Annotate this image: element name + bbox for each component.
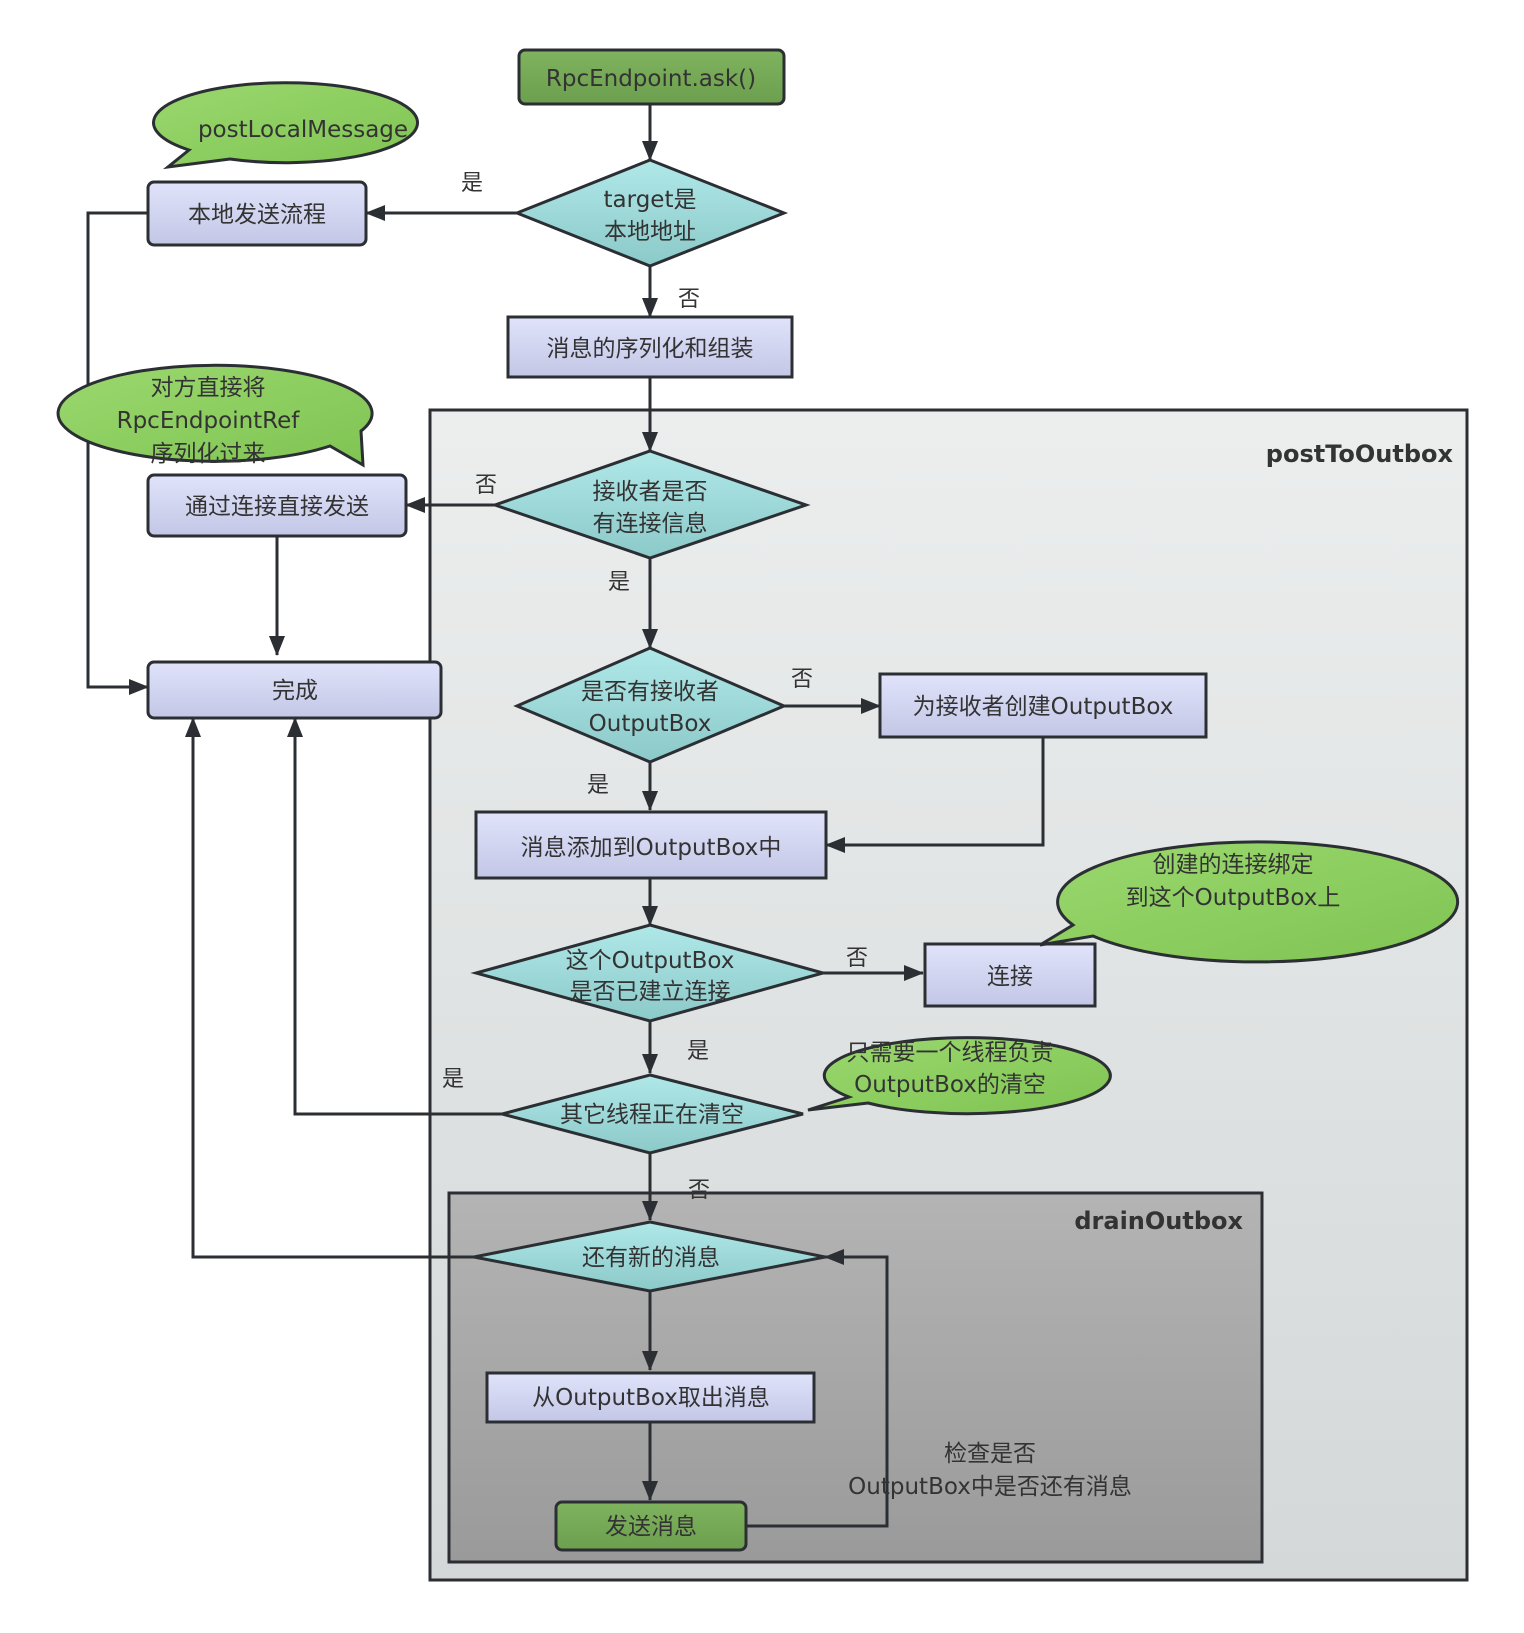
node-other-draining-decision[interactable]: 其它线程正在清空 xyxy=(496,1073,804,1155)
decision-diamond[interactable] xyxy=(512,158,789,268)
process-box[interactable] xyxy=(146,180,368,247)
decision-label-line2: OutputBox xyxy=(589,711,712,737)
start-label: RpcEndpoint.ask() xyxy=(546,66,756,92)
callout-one-thread: 只需要一个线程负责 OutputBox的清空 xyxy=(807,1036,1112,1116)
process-label: 消息添加到OutputBox中 xyxy=(521,835,782,861)
callout-text-line1: 只需要一个线程负责 xyxy=(847,1040,1054,1066)
edge-send-loop-back xyxy=(745,1249,889,1528)
process-box[interactable] xyxy=(146,660,443,720)
process-box[interactable] xyxy=(923,942,1097,1008)
callout-text: postLocalMessage xyxy=(198,117,408,143)
callout-text-line2: 到这个OutputBox上 xyxy=(1126,885,1341,911)
callout-text-line2: RpcEndpointRef xyxy=(117,408,301,434)
process-box[interactable] xyxy=(506,315,794,379)
callout-bubble xyxy=(1039,840,1460,964)
callout-post-local-message: postLocalMessage xyxy=(152,81,419,170)
node-send-msg[interactable]: 发送消息 xyxy=(554,1500,748,1552)
decision-label-line1: target是 xyxy=(604,187,697,213)
process-box[interactable] xyxy=(146,473,408,538)
decision-label-line2: 本地地址 xyxy=(604,219,696,245)
edge-local-to-done xyxy=(86,211,149,695)
decision-label-line2: 有连接信息 xyxy=(593,511,708,537)
process-label: 连接 xyxy=(987,964,1033,990)
edge-label-local-no: 否 xyxy=(678,287,700,312)
edge-label-draining-no: 否 xyxy=(688,1178,710,1203)
node-connect[interactable]: 连接 xyxy=(923,942,1097,1008)
decision-diamond[interactable] xyxy=(470,923,829,1023)
decision-diamond[interactable] xyxy=(496,1073,804,1155)
edge-no-new-msg-to-done xyxy=(185,717,474,1259)
decision-diamond[interactable] xyxy=(473,1220,826,1293)
annotation-line1: 检查是否 xyxy=(944,1441,1036,1467)
process-label: 完成 xyxy=(272,678,318,704)
callout-text-line1: 创建的连接绑定 xyxy=(1153,852,1314,878)
edge-label-conn-yes: 是 xyxy=(608,570,630,595)
node-has-conn-decision[interactable]: 接收者是否 有连接信息 xyxy=(490,449,811,560)
decision-diamond[interactable] xyxy=(490,449,811,560)
edge-label-draining-yes: 是 xyxy=(442,1067,464,1092)
edges xyxy=(86,104,1045,1528)
node-direct-send[interactable]: 通过连接直接发送 xyxy=(146,473,408,538)
decision-label-line1: 接收者是否 xyxy=(593,479,708,505)
group-drain-outbox-title: drainOutbox xyxy=(1074,1207,1243,1235)
edge-labels: 是 否 否 是 否 是 否 是 是 否 xyxy=(442,171,868,1203)
callout-text-line1: 对方直接将 xyxy=(151,375,266,401)
process-box[interactable] xyxy=(485,1371,816,1424)
node-local-send[interactable]: 本地发送流程 xyxy=(146,180,368,247)
node-create-outbox[interactable]: 为接收者创建OutputBox xyxy=(878,672,1208,739)
decision-label-line1: 这个OutputBox xyxy=(566,948,735,974)
loop-annotation: 检查是否 OutputBox中是否还有消息 xyxy=(848,1441,1132,1500)
node-has-outbox-decision[interactable]: 是否有接收者 OutputBox xyxy=(513,646,788,764)
decision-label-line1: 是否有接收者 xyxy=(581,679,719,705)
edge-label-conn-no: 否 xyxy=(475,473,497,498)
decision-label: 其它线程正在清空 xyxy=(560,1102,744,1128)
process-label: 通过连接直接发送 xyxy=(185,494,369,520)
node-take-msg[interactable]: 从OutputBox取出消息 xyxy=(485,1371,816,1424)
edge-label-outbox-yes: 是 xyxy=(587,773,609,798)
callout-bubble xyxy=(152,81,419,170)
edge-label-outbox-no: 否 xyxy=(791,667,813,692)
node-add-to-outbox[interactable]: 消息添加到OutputBox中 xyxy=(474,810,828,880)
process-label: 消息的序列化和组装 xyxy=(547,336,754,362)
edge-label-connected-yes: 是 xyxy=(687,1039,709,1064)
node-is-local-decision[interactable]: target是 本地地址 xyxy=(512,158,789,268)
callout-ref-serialized: 对方直接将 RpcEndpointRef 序列化过来 xyxy=(56,363,374,468)
start-box[interactable] xyxy=(517,48,786,106)
edge-label-connected-no: 否 xyxy=(846,946,868,971)
edge-draining-yes xyxy=(287,717,502,1116)
end-label: 发送消息 xyxy=(605,1514,697,1540)
node-serialize[interactable]: 消息的序列化和组装 xyxy=(506,315,794,379)
node-connected-decision[interactable]: 这个OutputBox 是否已建立连接 xyxy=(470,923,829,1023)
node-has-new-msg-decision[interactable]: 还有新的消息 xyxy=(473,1220,826,1293)
decision-label: 还有新的消息 xyxy=(582,1245,720,1271)
callout-bubble xyxy=(56,363,374,468)
group-post-to-outbox-title: postToOutbox xyxy=(1266,440,1454,468)
callout-text-line3: 序列化过来 xyxy=(151,441,266,467)
node-done[interactable]: 完成 xyxy=(146,660,443,720)
node-start[interactable]: RpcEndpoint.ask() xyxy=(517,48,786,106)
process-label: 为接收者创建OutputBox xyxy=(913,694,1174,720)
end-box[interactable] xyxy=(554,1500,748,1552)
decision-diamond[interactable] xyxy=(513,646,788,764)
edge-label-local-yes: 是 xyxy=(461,171,483,196)
callout-bubble xyxy=(807,1036,1112,1116)
callout-conn-bind: 创建的连接绑定 到这个OutputBox上 xyxy=(1039,840,1460,964)
annotation-line2: OutputBox中是否还有消息 xyxy=(848,1474,1132,1500)
process-label: 从OutputBox取出消息 xyxy=(532,1385,770,1411)
process-label: 本地发送流程 xyxy=(188,202,326,228)
process-box[interactable] xyxy=(878,672,1208,739)
decision-label-line2: 是否已建立连接 xyxy=(570,979,731,1005)
edge-create-to-add xyxy=(825,737,1045,853)
process-box[interactable] xyxy=(474,810,828,880)
callout-text-line2: OutputBox的清空 xyxy=(854,1072,1046,1098)
